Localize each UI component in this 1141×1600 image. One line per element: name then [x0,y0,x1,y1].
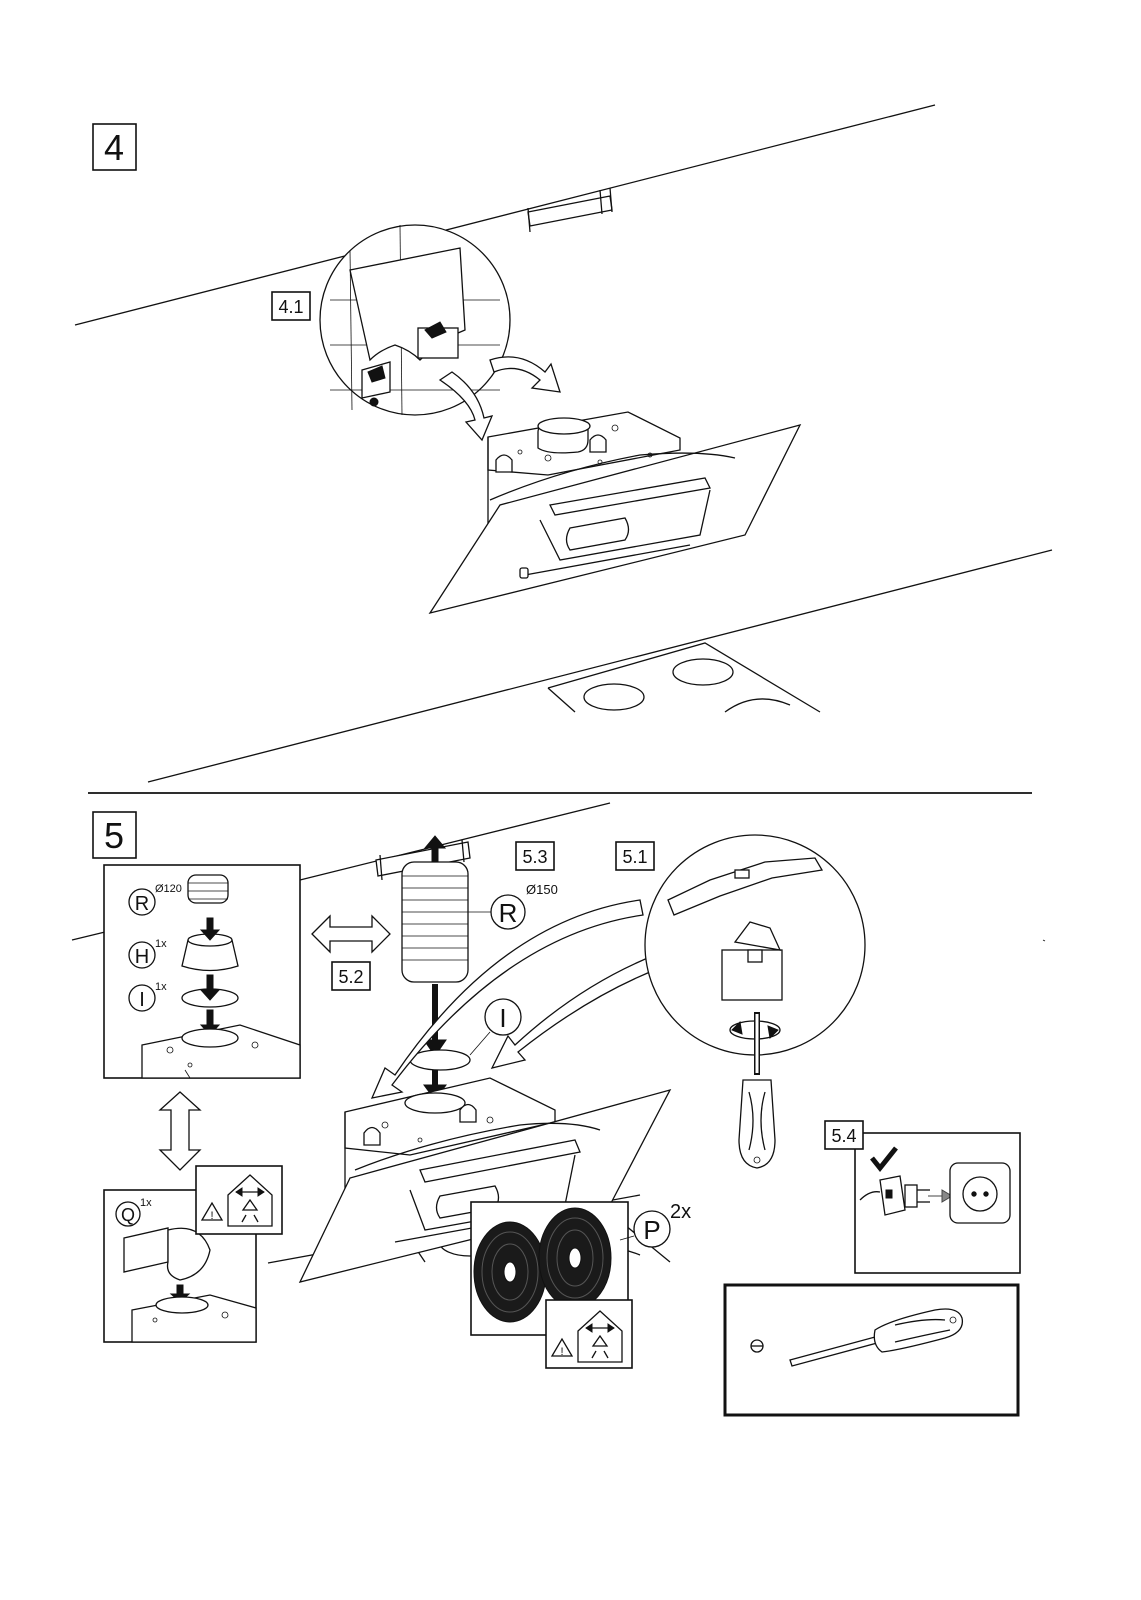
svg-text:!: ! [560,1346,563,1358]
step-4-1-label: 4.1 [278,297,303,317]
wall-bracket [527,187,613,233]
warning-box-center: ! [545,1299,633,1369]
step-5-number: 5 [104,815,124,856]
stray-mark [1042,939,1046,942]
duct-small [187,874,229,904]
step-5-1-label: 5.1 [622,847,647,867]
part-H-letter: H [135,946,149,968]
screwdriver-icon [789,1308,964,1367]
tools-box [723,1283,1020,1417]
step-5-badge [92,811,137,859]
double-arrow-icon-vertical [158,1091,202,1171]
reducer-piece [181,939,239,972]
step-4-panel: 4 [74,104,1053,783]
arrow-icon-4b [489,356,561,393]
spirit-level-icon [667,857,824,916]
parts-assembly-content: R Ø120 H 1x I 1x [128,874,301,1079]
step-5-3-label: 5.3 [522,847,547,867]
part-H-circle [128,941,156,969]
step-4-badge [92,123,137,171]
wall-line-top [74,104,936,326]
step-5-2-badge [331,961,371,991]
part-I-large-letter: I [499,1003,506,1033]
step-5-2-label: 5.2 [338,967,363,987]
duct-option-content: Q 1x [115,1197,257,1343]
wall-line-5-left [71,931,106,941]
zoom-detail-5-1 [644,834,866,1056]
hob [547,642,821,713]
screw-marker-left-5 [363,1126,381,1146]
step-5-4-label: 5.4 [831,1126,856,1146]
part-R-large-size: Ø150 [526,882,558,897]
arrow-icon-down-1 [199,917,221,941]
arrow-icon-up [423,835,447,863]
step-4-number: 4 [104,127,124,168]
zoom-detail-4-1 [319,224,511,416]
part-R-small-size: Ø120 [155,883,182,895]
double-arrow-icon-horizontal [311,914,391,954]
screw-marker-left [495,454,513,473]
arrow-icon-4a [438,371,494,442]
svg-text:!: ! [210,1210,213,1222]
arrow-icon-down-2 [199,974,221,1001]
step-5-4-badge [824,1120,864,1150]
wall-line-5-top [299,802,611,881]
center-duct-assembly: R Ø150 I [375,835,558,1101]
warning-icon [200,1201,224,1221]
part-I-small-letter: I [139,989,145,1011]
step-5-1-badge [615,841,655,871]
plug-icon [859,1175,930,1216]
warning-icon-2 [550,1337,574,1357]
step-5-panel: 5 R Ø120 H 1x [71,802,1046,1417]
part-H-qty: 1x [155,938,167,950]
carbon-filters [473,1207,612,1323]
part-Q-letter: Q [121,1205,135,1225]
duct-large [401,861,469,983]
part-I-small-circle [128,984,156,1012]
screwdriver-icon-vertical [738,1012,776,1169]
hood-step4 [428,411,802,615]
socket-icon [949,1162,1011,1224]
part-R-small-letter: R [135,893,149,915]
flat-slot-icon [750,1339,764,1353]
part-R-small-circle [128,888,156,916]
arrow-icon-curved-left [370,899,644,1099]
wall-line-bottom [147,549,1053,783]
arrow-icon-curved-right [490,954,661,1069]
screw-marker-right-5 [459,1103,477,1123]
part-R-large-letter: R [499,898,518,928]
part-P-letter: P [643,1215,660,1245]
airflow-house-icon-2 [577,1310,623,1363]
warning-box-left: ! [195,1165,283,1235]
check-icon [870,1146,898,1173]
part-P-circle [633,1210,671,1248]
step-5-3-badge [515,841,555,871]
part-Q-circle [115,1201,141,1227]
screw-marker-right [589,434,607,453]
airflow-house-icon [227,1174,273,1227]
part-P-qty: 2x [670,1201,691,1223]
part-I-small-qty: 1x [155,981,167,993]
part-I-large-circle [484,998,522,1036]
part-Q-qty: 1x [140,1197,152,1209]
step-4-1-badge [271,291,311,321]
